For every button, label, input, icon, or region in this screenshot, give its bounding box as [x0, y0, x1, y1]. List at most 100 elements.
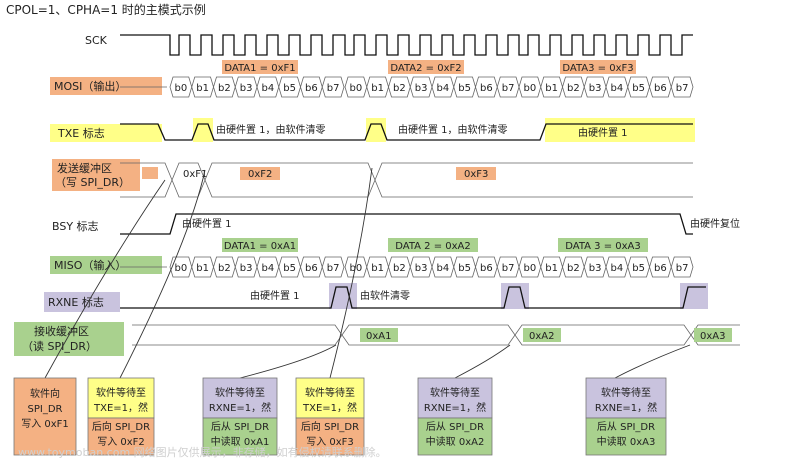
mosi-bit-label: b3	[240, 83, 253, 94]
miso-bit-label: b3	[240, 263, 253, 274]
rx-buffer-label-1: 接收缓冲区	[34, 324, 89, 338]
sck-label: SCK	[85, 34, 108, 47]
diagram-title: CPOL=1、CPHA=1 时的主模式示例	[6, 2, 206, 17]
mosi-bit-label: b2	[567, 83, 580, 94]
step-box-6-top	[585, 377, 667, 419]
mosi-label: MOSI（输出）	[54, 79, 126, 93]
step-box-2-line-1: 软件等待至	[96, 386, 146, 399]
miso-bit-cells	[120, 256, 694, 278]
mosi-bit-label: b0	[175, 83, 188, 94]
mosi-bit-label: b0	[524, 83, 537, 94]
txe-note-1: 由硬件置 1，由软件清零	[216, 123, 326, 136]
step-box-2-line-2: TXE=1，然	[93, 401, 148, 414]
step-box-2-line-3: 后向 SPI_DR	[92, 420, 150, 433]
miso-bit-label: b5	[283, 263, 296, 274]
miso-bit-label: b2	[567, 263, 580, 274]
step-box-5-bottom	[417, 417, 493, 456]
tx-buffer-label-1: 发送缓冲区	[57, 161, 112, 175]
mosi-bit-label: b4	[262, 83, 275, 94]
mosi-bit-label: b6	[480, 83, 493, 94]
miso-bit-label: b7	[327, 263, 340, 274]
rx-value-3-tag	[694, 328, 732, 342]
rx-buffer-label-2: （读 SPI_DR）	[22, 339, 97, 353]
miso-data1-tag	[222, 238, 298, 252]
bsy-note-reset: 由硬件复位	[690, 217, 740, 230]
bsy-note-set: 由硬件置 1	[182, 217, 232, 230]
step-box-4-bottom	[295, 417, 365, 456]
txe-label-bg	[50, 124, 162, 142]
miso-bit-label: b4	[437, 263, 450, 274]
miso-data3-label: DATA 3 = 0xA3	[565, 241, 641, 252]
step-box-2-top	[87, 377, 155, 419]
miso-bit-label: b3	[589, 263, 602, 274]
mosi-bit-label: b3	[415, 83, 428, 94]
miso-label-bg	[50, 256, 162, 274]
step-box-6-bottom	[585, 417, 667, 456]
step-box-3-top	[202, 377, 278, 419]
mosi-data3-tag	[560, 60, 636, 74]
step-box-3-bottom	[202, 417, 278, 456]
mosi-bit-label: b7	[327, 83, 340, 94]
mosi-data2-tag	[388, 60, 464, 74]
miso-bit-label: b6	[654, 263, 667, 274]
rx-value-1-tag	[360, 328, 398, 342]
mosi-data3-label: DATA3 = 0xF3	[562, 63, 633, 74]
rx-value-2: 0xA2	[529, 331, 554, 342]
tx-value-3: 0xF3	[464, 169, 488, 180]
mosi-bit-label: b5	[632, 83, 645, 94]
miso-bit-label: b7	[502, 263, 515, 274]
mosi-bit-label: b3	[589, 83, 602, 94]
txe-waveform	[120, 123, 693, 141]
txe-high-bg	[545, 118, 695, 142]
miso-bit-label: b5	[458, 263, 471, 274]
mosi-bit-label: b4	[437, 83, 450, 94]
rxne-waveform	[120, 286, 706, 309]
txe-note-2: 由硬件置 1，由软件清零	[398, 123, 508, 136]
step-box-6-line-4: 中读取 0xA3	[597, 435, 656, 448]
step-box-6-line-1: 软件等待至	[601, 386, 651, 399]
rx-value-1: 0xA1	[366, 331, 391, 342]
step-box-5-line-1: 软件等待至	[430, 386, 480, 399]
tx-buffer-label-2: （写 SPI_DR）	[55, 176, 130, 189]
mosi-bit-label: b2	[218, 83, 231, 94]
miso-bit-label: b0	[175, 263, 188, 274]
tx-value-1: 0xF1	[183, 169, 207, 180]
tx-value-3-tag	[456, 167, 496, 180]
watermark-text: www.toymoban.com 网络图片仅供展示，非存储，如有侵权请联系删除。	[18, 445, 387, 459]
rxne-note-set: 由硬件置 1	[250, 289, 300, 302]
bsy-waveform	[120, 213, 693, 235]
mosi-bit-label: b0	[350, 83, 363, 94]
miso-data2-label: DATA 2 = 0xA2	[395, 241, 471, 252]
miso-bit-label: b1	[545, 263, 558, 274]
mosi-bit-label: b5	[283, 83, 296, 94]
step-box-1-line-2: SPI_DR	[28, 404, 63, 415]
mosi-bit-label: b1	[196, 83, 209, 94]
mosi-bit-label: b6	[305, 83, 318, 94]
step-box-2-line-4: 写入 0xF2	[97, 436, 145, 448]
step-box-1-line-3: 写入 0xF1	[21, 418, 69, 430]
rx-value-3: 0xA3	[700, 331, 725, 342]
step-box-4-line-3: 后向 SPI_DR	[301, 420, 359, 433]
mosi-bit-label: b5	[458, 83, 471, 94]
step-box-2-bottom	[87, 417, 155, 456]
step-box-1-line-1: 软件向	[30, 387, 60, 400]
miso-bit-label: b2	[218, 263, 231, 274]
step-box-3-line-4: 中读取 0xA1	[211, 435, 270, 448]
miso-data1-label: DATA1 = 0xA1	[224, 241, 296, 252]
miso-bit-label: b1	[196, 263, 209, 274]
tx-buffer-waveform	[120, 162, 693, 198]
mosi-data2-label: DATA2 = 0xF2	[390, 63, 461, 74]
step-box-4-line-1: 软件等待至	[305, 386, 355, 399]
rx-value-2-tag	[523, 328, 561, 342]
miso-bit-label: b6	[480, 263, 493, 274]
step-box-5-top	[417, 377, 493, 419]
tx-buffer-start-tag	[142, 167, 158, 179]
step-box-5-line-3: 后从 SPI_DR	[426, 421, 484, 433]
mosi-bit-label: b1	[371, 83, 384, 94]
sck-waveform	[120, 34, 693, 56]
mosi-bit-label: b7	[676, 83, 689, 94]
tx-buffer-label-bg	[52, 159, 140, 191]
miso-bit-label: b6	[305, 263, 318, 274]
